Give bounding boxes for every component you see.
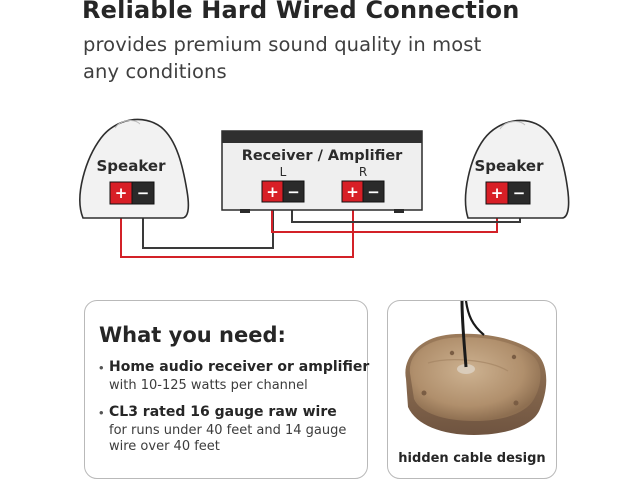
- left-speaker-label: Speaker: [97, 157, 167, 175]
- bullet-icon: •: [99, 360, 104, 375]
- subtitle-line-1: provides premium sound quality in most: [83, 33, 482, 56]
- requirements-title: What you need:: [99, 323, 286, 347]
- left-speaker: Speaker + −: [79, 118, 190, 219]
- requirement-desc: for runs under 40 feet and 14 gauge wire…: [109, 423, 364, 455]
- channel-right-label: R: [359, 165, 367, 179]
- wire-left-positive: [120, 203, 354, 258]
- desc-line: wire over 40 feet: [109, 439, 220, 454]
- right-speaker-label: Speaker: [475, 157, 545, 175]
- requirement-title: CL3 rated 16 gauge raw wire: [109, 404, 337, 420]
- left-speaker-minus: −: [137, 184, 150, 202]
- receiver-left-minus: −: [287, 183, 300, 201]
- receiver-left-plus: +: [266, 183, 279, 201]
- requirement-desc: with 10-125 watts per channel: [109, 378, 364, 394]
- right-speaker-plus: +: [491, 184, 504, 202]
- receiver-right-minus: −: [367, 183, 380, 201]
- receiver-label: Receiver / Amplifier: [242, 148, 403, 164]
- receiver-right-plus: +: [346, 183, 359, 201]
- requirement-item: • Home audio receiver or amplifier with …: [99, 359, 370, 394]
- requirement-title: Home audio receiver or amplifier: [109, 359, 370, 375]
- requirement-item: • CL3 rated 16 gauge raw wire for runs u…: [99, 404, 364, 455]
- left-speaker-rock: [79, 118, 190, 219]
- product-photo-card: hidden cable design: [387, 300, 557, 479]
- desc-line: for runs under 40 feet and 14 gauge: [109, 423, 347, 438]
- wiring-diagram: Speaker + − Speaker + − Receiver / Ampli…: [79, 118, 570, 258]
- rock-speaker-photo: [405, 301, 547, 435]
- right-speaker: Speaker + −: [464, 119, 570, 219]
- channel-left-label: L: [280, 165, 287, 179]
- subtitle-line-2: any conditions: [83, 60, 227, 83]
- bullet-icon: •: [99, 405, 104, 420]
- receiver-amplifier: Receiver / Amplifier L R + − + −: [221, 130, 423, 213]
- requirements-card: What you need: • Home audio receiver or …: [84, 300, 370, 479]
- left-speaker-plus: +: [115, 184, 128, 202]
- page-title: Reliable Hard Wired Connection: [82, 0, 520, 24]
- right-speaker-minus: −: [513, 184, 526, 202]
- photo-caption: hidden cable design: [398, 451, 546, 466]
- desc-line: with 10-125 watts per channel: [109, 378, 308, 393]
